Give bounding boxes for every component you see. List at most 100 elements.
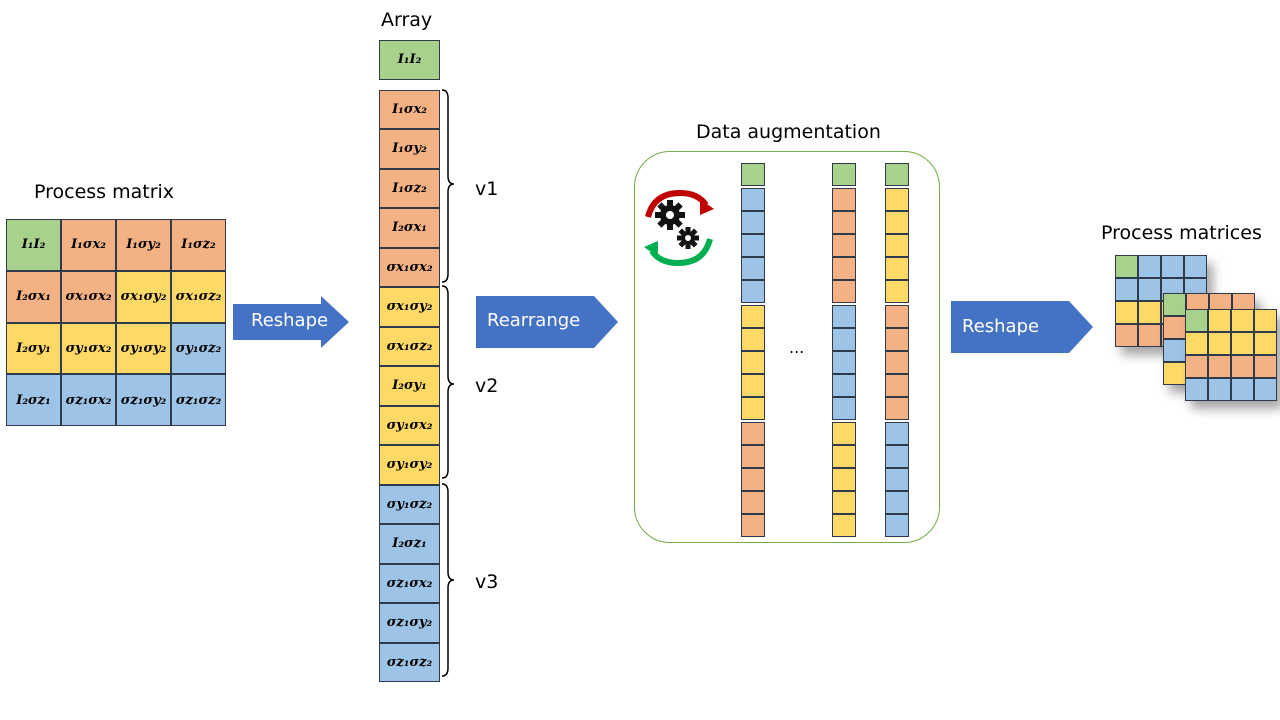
augmented-cell — [885, 468, 909, 491]
matrix-cell: σy₁σz₂ — [171, 322, 226, 375]
process-matrices-title: Process matrices — [1101, 222, 1262, 244]
augmented-cell — [741, 351, 765, 374]
augmented-cell — [741, 445, 765, 468]
augmented-cell — [832, 328, 856, 351]
augmented-cell — [885, 257, 909, 280]
stacked-matrix-cell — [1163, 293, 1186, 316]
augmented-cell — [832, 397, 856, 420]
augmented-cell — [832, 257, 856, 280]
augmented-column-3 — [885, 163, 909, 537]
matrix-cell: σz₁σy₂ — [116, 374, 171, 426]
array-cell: σy₁σz₂ — [379, 484, 440, 524]
stacked-matrix — [1185, 309, 1277, 401]
array-cell: σx₁σx₂ — [379, 247, 440, 287]
data-augmentation-title: Data augmentation — [696, 121, 881, 143]
stacked-matrix-cell — [1163, 339, 1186, 362]
ellipsis: ... — [789, 338, 805, 357]
augmented-column-2 — [832, 163, 856, 537]
augmented-cell — [885, 234, 909, 257]
matrix-cell: σz₁σx₂ — [61, 374, 116, 426]
stacked-matrix-cell — [1115, 301, 1138, 324]
array-cell: I₂σy₁ — [379, 366, 440, 406]
augmented-cell — [832, 374, 856, 397]
matrix-cell: σx₁σx₂ — [61, 270, 116, 323]
augmented-cell — [885, 514, 909, 537]
stacked-matrix-cell — [1163, 316, 1186, 339]
stacked-matrix-cell — [1231, 378, 1254, 401]
stacked-matrix-cell — [1115, 278, 1138, 301]
stacked-matrix-cell — [1185, 309, 1208, 332]
reshape-arrow-2 — [951, 301, 1093, 353]
augmented-cell — [741, 188, 765, 211]
augmented-column-1 — [741, 163, 765, 537]
array-cell: σz₁σy₂ — [379, 603, 440, 643]
label-v1: v1 — [475, 178, 499, 200]
augmented-cell — [832, 188, 856, 211]
augmented-cell — [741, 328, 765, 351]
matrix-cell: σy₁σx₂ — [61, 322, 116, 375]
reshape-arrow-1-label: Reshape — [251, 310, 329, 331]
process-matrix-title: Process matrix — [34, 181, 175, 203]
augmented-cell — [741, 422, 765, 445]
stacked-matrix-cell — [1185, 355, 1208, 378]
augmented-cell — [885, 163, 909, 186]
stacked-matrix-cell — [1185, 332, 1208, 355]
augmented-cell — [885, 188, 909, 211]
data-augmentation-box — [634, 151, 940, 543]
augmented-cell — [741, 468, 765, 491]
matrix-cell: σx₁σy₂ — [116, 270, 171, 323]
stacked-matrix-cell — [1254, 355, 1277, 378]
augmented-cell — [832, 514, 856, 537]
stacked-matrix-cell — [1184, 255, 1207, 278]
matrix-cell: I₁σz₂ — [171, 219, 226, 271]
array-cell: σx₁σz₂ — [379, 326, 440, 366]
augmented-cell — [832, 491, 856, 514]
matrix-cell: I₂σz₁ — [6, 374, 61, 426]
augmented-cell — [832, 211, 856, 234]
array-cell: I₁σy₂ — [379, 129, 440, 169]
stacked-matrix-cell — [1254, 378, 1277, 401]
stacked-matrix-cell — [1208, 378, 1231, 401]
array-cell: σz₁σz₂ — [379, 642, 440, 682]
augmented-cell — [832, 445, 856, 468]
augmented-cell — [885, 211, 909, 234]
augmented-cell — [741, 163, 765, 186]
stacked-matrix-cell — [1138, 324, 1161, 347]
stacked-matrix-cell — [1115, 324, 1138, 347]
rearrange-arrow-label: Rearrange — [487, 310, 581, 331]
augmented-cell — [832, 234, 856, 257]
array-cell: σy₁σx₂ — [379, 405, 440, 445]
augmented-cell — [741, 280, 765, 303]
array-cell: I₂σx₁ — [379, 208, 440, 248]
gears-cycle-icon — [644, 189, 714, 267]
array-title: Array — [381, 9, 433, 31]
augmented-cell — [885, 491, 909, 514]
augmented-cell — [741, 234, 765, 257]
augmented-cell — [885, 280, 909, 303]
augmented-cell — [832, 280, 856, 303]
augmented-cell — [885, 374, 909, 397]
stacked-matrix-cell — [1254, 332, 1277, 355]
augmented-cell — [885, 328, 909, 351]
stacked-matrix-cell — [1231, 309, 1254, 332]
augmented-cell — [741, 514, 765, 537]
label-v2: v2 — [475, 375, 499, 397]
augmented-cell — [832, 422, 856, 445]
augmented-cell — [741, 211, 765, 234]
augmented-cell — [832, 163, 856, 186]
augmented-cell — [885, 445, 909, 468]
group-braces — [441, 89, 455, 677]
stacked-matrix-cell — [1185, 378, 1208, 401]
reshape-arrow-1 — [233, 296, 349, 348]
stacked-matrix-cell — [1138, 255, 1161, 278]
stacked-matrix-cell — [1231, 332, 1254, 355]
stacked-matrix-cell — [1231, 355, 1254, 378]
augmented-cell — [885, 351, 909, 374]
array-cell: I₁σx₂ — [379, 89, 440, 129]
matrix-cell: I₁I₂ — [6, 219, 61, 271]
stacked-matrix-cell — [1208, 355, 1231, 378]
array-cell: σy₁σy₂ — [379, 445, 440, 485]
array-cell: σz₁σx₂ — [379, 563, 440, 603]
